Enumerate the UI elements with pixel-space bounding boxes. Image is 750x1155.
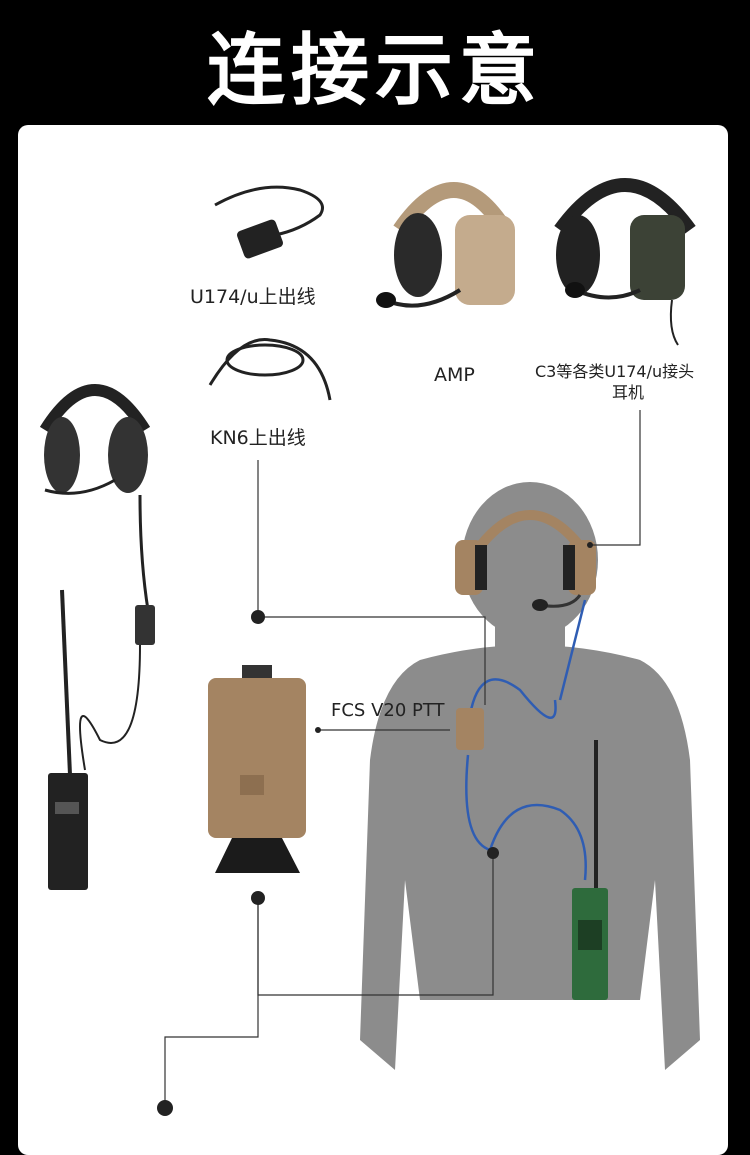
c3-headset-image [554,178,696,346]
amp-label: AMP [434,364,475,386]
worn-headset-image [455,510,596,611]
c3-headset-label-line1: C3等各类U174/u接头 [535,362,695,381]
u174-cable-label: U174/u上出线 [190,286,316,308]
page-title: 连接示意 [206,26,543,116]
worn-radio-image [572,740,608,1000]
u174-cable-image [214,185,324,259]
connector-dots [157,542,593,1116]
ptt-worn-image [456,708,484,750]
person-silhouette [360,482,700,1070]
amp-headset-image [376,182,515,308]
left-headset-radio-image [39,384,155,890]
ptt-product-image [208,665,306,873]
kn6-cable-label: KN6上出线 [210,427,306,449]
c3-headset-label-line2: 耳机 [612,383,645,402]
connector-lines [164,410,641,1108]
cables [465,599,587,881]
ptt-label: FCS V20 PTT [331,700,445,721]
kn6-cable-image [208,338,332,401]
